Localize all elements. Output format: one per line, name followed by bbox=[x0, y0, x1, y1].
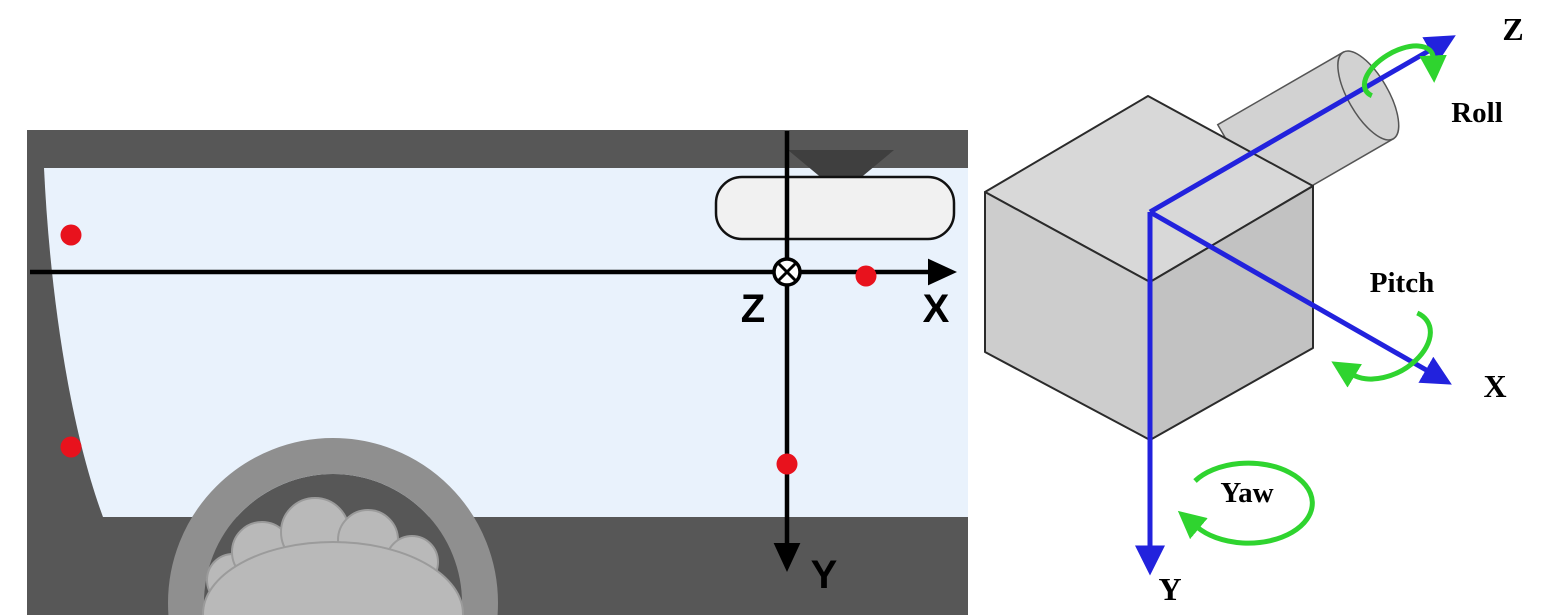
right-axis-label-y: Y bbox=[1158, 571, 1181, 607]
steering-wheel-rim bbox=[168, 438, 498, 615]
left-axis-label-y: Y bbox=[811, 553, 838, 597]
right-axis-label-x: X bbox=[1483, 368, 1506, 404]
red-marker-dot bbox=[60, 224, 82, 246]
red-marker-dot bbox=[855, 265, 877, 287]
z-axis-into-page-symbol bbox=[772, 257, 802, 287]
rearview-mirror bbox=[714, 175, 956, 241]
left-axis-label-x: X bbox=[923, 287, 950, 331]
red-marker-dot bbox=[776, 453, 798, 475]
windshield-glass bbox=[44, 168, 968, 517]
red-marker-dot bbox=[60, 436, 82, 458]
camera-orientation-panel: Z X Y Roll Pitch Yaw bbox=[984, 11, 1524, 607]
left-axis-label-z: Z bbox=[741, 287, 765, 331]
pitch-rotation-arrow bbox=[1331, 310, 1433, 388]
z-axis-arrow bbox=[1148, 35, 1456, 215]
windshield-panel: Z X Y bbox=[27, 130, 968, 615]
steering-wheel-hub bbox=[202, 497, 464, 615]
yaw-label: Yaw bbox=[1220, 477, 1273, 509]
camera-body bbox=[984, 95, 1314, 441]
hub-base bbox=[202, 541, 464, 615]
yaw-rotation-arrow bbox=[1177, 460, 1315, 546]
pitch-label: Pitch bbox=[1370, 267, 1434, 299]
roll-rotation-arrow bbox=[1361, 43, 1447, 98]
mirror-mount bbox=[788, 150, 894, 180]
x-axis-arrow bbox=[1148, 209, 1452, 385]
right-axis-label-z: Z bbox=[1502, 11, 1523, 47]
origin-cross-line bbox=[776, 261, 798, 283]
roll-label: Roll bbox=[1451, 97, 1503, 129]
